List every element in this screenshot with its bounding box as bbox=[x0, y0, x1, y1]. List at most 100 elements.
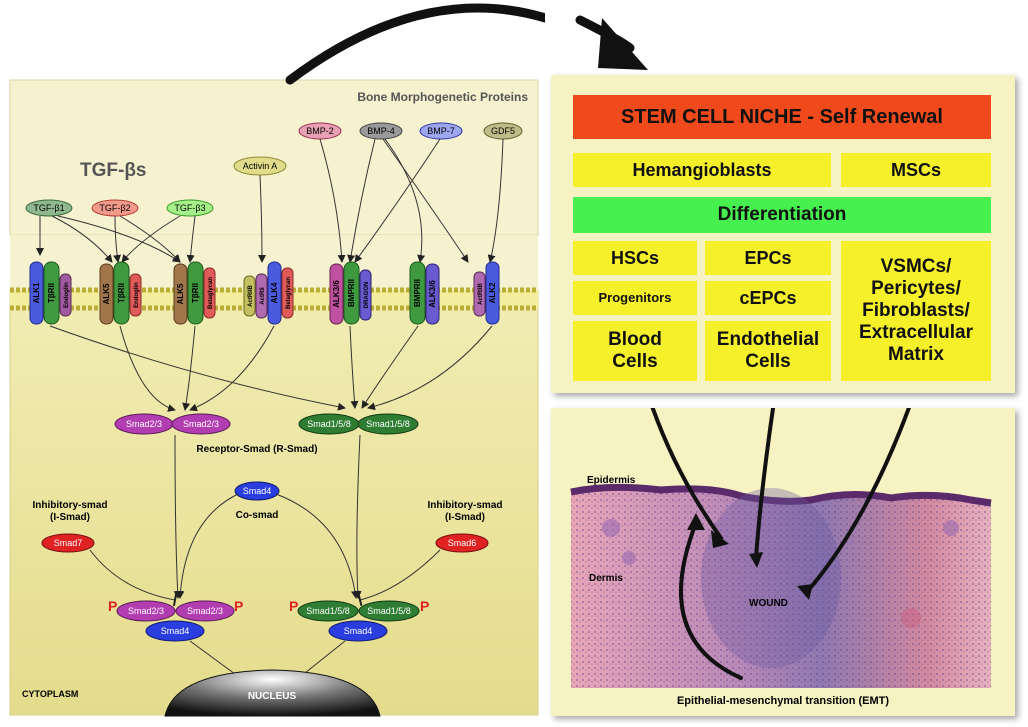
signaling-pathway-diagram: Bone Morphogenetic Proteins TGF-βs TGF-β… bbox=[9, 3, 545, 717]
bmp7-ligand bbox=[419, 122, 463, 140]
complex-right-smad158-2 bbox=[358, 600, 420, 622]
vsmc-line-4: Extracellular bbox=[858, 321, 974, 343]
blood-line-1: Blood bbox=[608, 329, 662, 351]
blood-cells-box: Blood Cells bbox=[573, 321, 697, 381]
epidermis-label: Epidermis bbox=[587, 475, 636, 486]
blood-line-2: Cells bbox=[612, 351, 658, 372]
endothelial-cells-box: Endothelial Cells bbox=[705, 321, 831, 381]
smad158-label-1: Smad1/5/8 bbox=[307, 419, 351, 429]
smad4-cosmad bbox=[234, 481, 280, 501]
dragon-receptor bbox=[359, 269, 372, 321]
wound-label: WOUND bbox=[749, 598, 788, 609]
emt-label: Epithelial-mesenchymal transition (EMT) bbox=[677, 695, 889, 707]
actrii-receptor bbox=[255, 273, 268, 319]
hemangioblasts-box: Hemangioblasts bbox=[573, 153, 831, 187]
tgf-beta1-ligand bbox=[25, 199, 73, 217]
alk2-receptor bbox=[485, 261, 500, 325]
alk36-label-1: ALK3/6 bbox=[332, 280, 341, 308]
stem-cell-niche-panel: STEM CELL NICHE - Self Renewal Hemangiob… bbox=[551, 75, 1015, 393]
endo-line-1: Endothelial bbox=[716, 329, 820, 351]
complex-right-smad158-label-1: Smad1/5/8 bbox=[306, 606, 350, 616]
smad4-cosmad-label: Smad4 bbox=[243, 486, 272, 496]
tgf-beta3-ligand bbox=[166, 199, 214, 217]
big-curved-arrow bbox=[285, 3, 545, 85]
alk4-label: ALK4 bbox=[270, 282, 279, 303]
hscs-box: HSCs bbox=[573, 241, 697, 275]
alk5-receptor-1 bbox=[99, 263, 114, 325]
tgf-beta-title: TGF-βs bbox=[80, 160, 146, 181]
endo-line-2: Cells bbox=[745, 351, 791, 372]
vsmc-line-3: Fibroblasts/ bbox=[862, 300, 970, 322]
histology-image: Epidermis Dermis WOUND Epithelial-mesenc… bbox=[551, 386, 1015, 716]
tbrii-label-2: TβRII bbox=[117, 283, 126, 303]
differentiation-box: Differentiation bbox=[573, 197, 991, 233]
endoglin-label: Endoglin bbox=[64, 282, 70, 308]
bmp-title: Bone Morphogenetic Proteins bbox=[357, 90, 528, 104]
tgf-beta2-label: TGF-β2 bbox=[99, 203, 130, 213]
alk36-label-2: ALK3/6 bbox=[428, 280, 437, 308]
complex-left-smad23-1 bbox=[116, 600, 176, 622]
bmprii-receptor-2 bbox=[409, 261, 426, 325]
endoglin-receptor bbox=[59, 273, 72, 317]
betaglycan-receptor-2 bbox=[281, 267, 294, 319]
bmprii-label-1: BMPRII bbox=[347, 279, 356, 307]
niche-title: STEM CELL NICHE - Self Renewal bbox=[573, 95, 991, 139]
phospho-right-1: P bbox=[289, 598, 298, 614]
phospho-right-2: P bbox=[420, 598, 429, 614]
tbrii-label-3: TβRII bbox=[191, 283, 200, 303]
alk5-label-2: ALK5 bbox=[176, 283, 185, 304]
activin-a-label: Activin A bbox=[243, 161, 278, 171]
smad158-label-2: Smad1/5/8 bbox=[366, 419, 410, 429]
actriib-label-1: ActRIIB bbox=[248, 285, 254, 307]
actrii-label: ActRII bbox=[260, 287, 266, 305]
actriib-receptor-1 bbox=[243, 275, 256, 317]
alk1-label: ALK1 bbox=[32, 282, 41, 303]
dermis-label: Dermis bbox=[589, 573, 623, 584]
epcs-box: EPCs bbox=[705, 241, 831, 275]
alk36-receptor-1 bbox=[329, 263, 344, 325]
alk2-label: ALK2 bbox=[488, 282, 497, 303]
alk36-receptor-2 bbox=[425, 263, 440, 325]
tgf-beta3-label: TGF-β3 bbox=[174, 203, 205, 213]
tgf-beta1-label: TGF-β1 bbox=[33, 203, 64, 213]
ismad-label-left-1: Inhibitory-smad bbox=[32, 500, 107, 511]
bmp4-label: BMP-4 bbox=[367, 126, 395, 136]
alk4-receptor bbox=[267, 261, 282, 325]
cepcs-box: cEPCs bbox=[705, 281, 831, 315]
tbrii-receptor-3 bbox=[187, 261, 204, 325]
smad23-label-1: Smad2/3 bbox=[126, 419, 162, 429]
betaglycan-receptor-1 bbox=[203, 267, 216, 319]
endoglin-receptor-2 bbox=[129, 273, 142, 317]
smad23-2 bbox=[171, 413, 231, 435]
smad23-label-2: Smad2/3 bbox=[183, 419, 219, 429]
dragon-label: DRAGON bbox=[364, 282, 370, 309]
complex-right-smad158-label-2: Smad1/5/8 bbox=[367, 606, 411, 616]
complex-right-smad4-label: Smad4 bbox=[344, 626, 373, 636]
cytoplasm-panel bbox=[9, 289, 539, 716]
alk5-label-1: ALK5 bbox=[102, 283, 111, 304]
bmp2-label: BMP-2 bbox=[306, 126, 334, 136]
gdf5-label: GDF5 bbox=[491, 126, 515, 136]
tbrii-receptor-2 bbox=[113, 261, 130, 325]
betaglycan-label-2: Betaglycan bbox=[286, 277, 292, 309]
actriib-label-2: ActRIIB bbox=[478, 283, 484, 305]
bmprii-label-2: BMPRII bbox=[413, 279, 422, 307]
smad7 bbox=[41, 533, 95, 553]
complex-left-smad23-2 bbox=[175, 600, 235, 622]
ismad-label-right-2: (I-Smad) bbox=[445, 512, 485, 523]
bmp7-label: BMP-7 bbox=[427, 126, 455, 136]
complex-left-smad23-label-2: Smad2/3 bbox=[187, 606, 223, 616]
nucleus bbox=[164, 669, 381, 717]
bmprii-receptor-1 bbox=[343, 261, 360, 325]
vsmcs-box: VSMCs/ Pericytes/ Fibroblasts/ Extracell… bbox=[841, 241, 991, 381]
vsmc-line-2: Pericytes/ bbox=[871, 278, 961, 300]
nucleus-label: NUCLEUS bbox=[248, 691, 297, 702]
ismad-label-left-2: (I-Smad) bbox=[50, 512, 90, 523]
complex-left-smad4-label: Smad4 bbox=[161, 626, 190, 636]
progenitors-box: Progenitors bbox=[573, 281, 697, 315]
bmp4-ligand bbox=[359, 122, 403, 140]
smad6 bbox=[435, 533, 489, 553]
cytoplasm-label: CYTOPLASM bbox=[22, 689, 78, 699]
phospho-left-2: P bbox=[234, 598, 243, 614]
cosmad-label: Co-smad bbox=[236, 510, 279, 521]
